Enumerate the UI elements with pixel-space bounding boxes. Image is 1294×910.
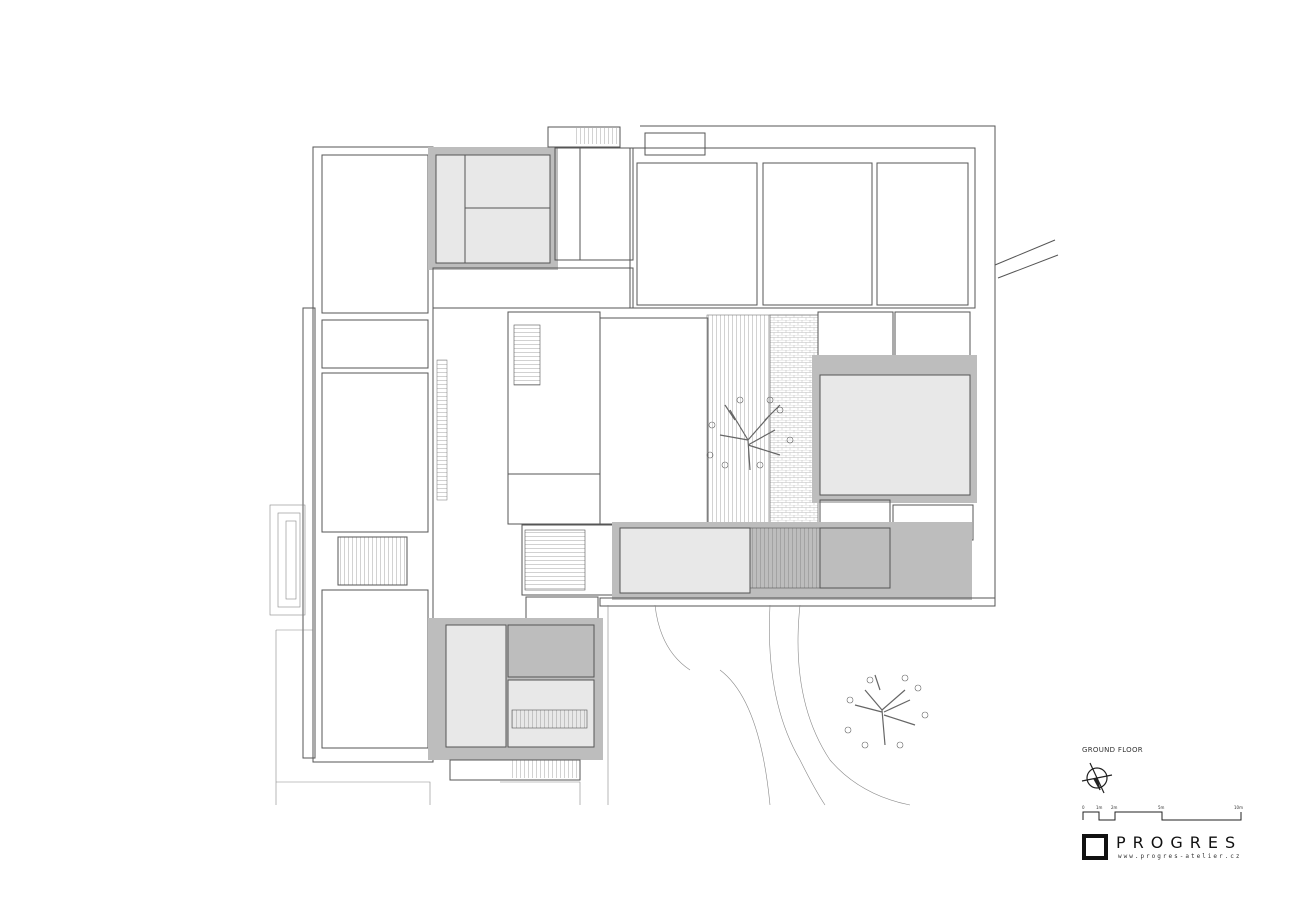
scale-bar xyxy=(1082,811,1242,821)
classroom-4 xyxy=(321,589,429,749)
scale-label: 0 xyxy=(1082,805,1085,810)
tree-courtyard-icon xyxy=(706,396,794,471)
left-wing xyxy=(269,146,448,763)
scale-label: 2m xyxy=(1111,805,1118,810)
courtyard xyxy=(599,311,971,526)
toilet-block-north xyxy=(428,126,634,270)
classroom-3 xyxy=(321,372,429,533)
classroom-5 xyxy=(636,162,758,306)
north-classrooms xyxy=(629,125,1059,605)
entrance-steps xyxy=(269,504,306,616)
logo-mark xyxy=(1082,834,1108,860)
classroom-6 xyxy=(762,162,873,306)
main-stair xyxy=(337,536,408,586)
room-2 xyxy=(321,319,429,369)
scale-label: 1m xyxy=(1096,805,1103,810)
south-block xyxy=(428,618,603,781)
north-arrow-icon xyxy=(1081,762,1113,794)
south-corridor xyxy=(599,522,996,607)
classroom-7 xyxy=(876,162,969,306)
classroom-1 xyxy=(321,154,429,314)
corridor-and-core xyxy=(432,267,634,658)
tree-garden-icon xyxy=(844,674,929,749)
scale-label: 10m xyxy=(1234,805,1243,810)
scale-label: 5m xyxy=(1158,805,1165,810)
logo-url: www.progres-atelier.cz xyxy=(1118,853,1242,860)
drawing-title: GROUND FLOOR xyxy=(1082,746,1143,754)
site-context xyxy=(275,604,911,806)
logo-name: PROGRES xyxy=(1116,833,1243,852)
